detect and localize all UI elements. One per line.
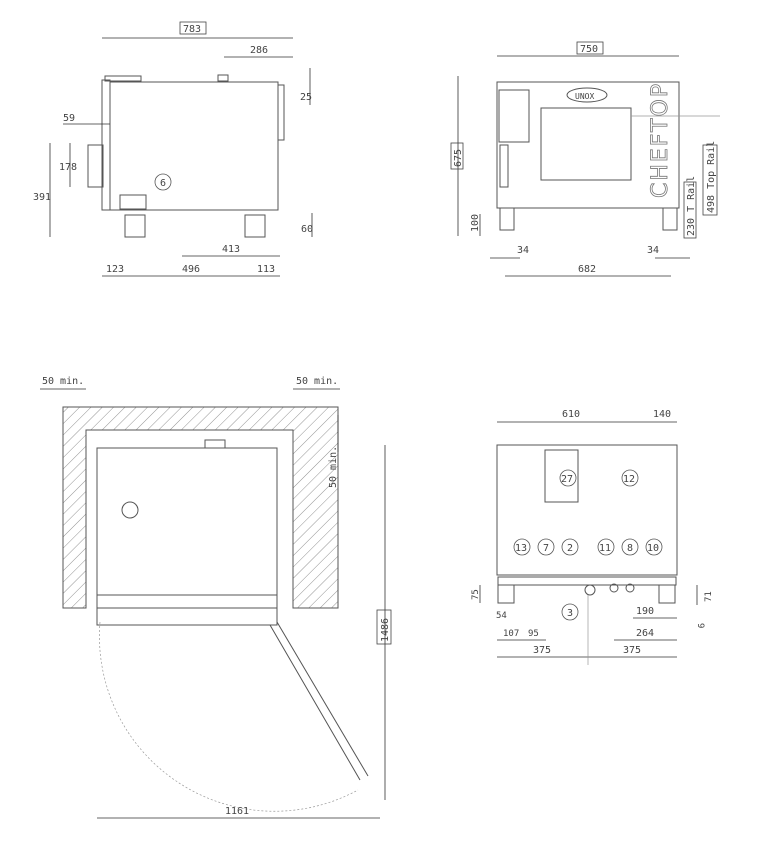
dim-59: 59 (63, 113, 75, 124)
dim-34-right: 34 (647, 245, 659, 256)
callout-12: 12 (623, 474, 635, 485)
rear-view: 27 12 13 7 2 11 8 10 3 610 140 75 71 54 … (471, 409, 714, 665)
dim-width: 783 (183, 24, 201, 35)
dim-75: 75 (471, 589, 481, 600)
callout-11: 11 (599, 543, 611, 554)
cheftop-brand: CHEFTOP (648, 82, 673, 198)
callout-13: 13 (515, 543, 527, 554)
dim-top-rail: 498 Top Rail (706, 141, 717, 213)
front-view: UNOX CHEFTOP 750 675 100 34 34 682 230 T… (450, 41, 720, 277)
dim-25: 25 (300, 92, 312, 103)
dim-107: 107 (503, 629, 519, 639)
dim-95: 95 (528, 629, 539, 639)
dim-9: 9 (695, 623, 705, 628)
dim-496: 496 (182, 264, 200, 275)
dim-t-rail: 230 T Rail (686, 176, 697, 236)
dim-60: 60 (301, 224, 313, 235)
dim-391: 391 (33, 192, 51, 203)
side-view: 6 783 286 25 59 178 391 60 413 123 496 1… (33, 21, 313, 277)
callout-8: 8 (627, 543, 633, 554)
dim-54: 54 (496, 611, 507, 621)
dim-610: 610 (562, 409, 580, 420)
top-view: 50 min. 50 min. 50 min. 1486 1161 (40, 376, 392, 819)
callout-10: 10 (647, 543, 659, 554)
dim-50min-left: 50 min. (42, 376, 84, 387)
dim-140: 140 (653, 409, 671, 420)
dim-750: 750 (580, 44, 598, 55)
callout-27: 27 (561, 474, 573, 485)
callout-2: 2 (567, 543, 573, 554)
dim-123: 123 (106, 264, 124, 275)
dim-675: 675 (453, 149, 464, 167)
dim-50min-top: 50 min. (328, 446, 339, 488)
dim-286: 286 (250, 45, 268, 56)
dim-100: 100 (470, 214, 481, 232)
dim-34-left: 34 (517, 245, 529, 256)
dim-113: 113 (257, 264, 275, 275)
dim-413: 413 (222, 244, 240, 255)
dim-1486: 1486 (380, 618, 391, 642)
dim-682: 682 (578, 264, 596, 275)
dim-1161: 1161 (225, 806, 249, 817)
dim-178: 178 (59, 162, 77, 173)
callout-6: 6 (160, 178, 166, 189)
dim-71: 71 (704, 591, 714, 602)
dim-375-left: 375 (533, 645, 551, 656)
callout-3: 3 (567, 608, 573, 619)
dim-190: 190 (636, 606, 654, 617)
dim-264: 264 (636, 628, 654, 639)
unox-logo: UNOX (575, 92, 594, 101)
callouts: 27 12 13 7 2 11 8 10 3 (513, 469, 663, 621)
callout-7: 7 (543, 543, 549, 554)
dim-50min-right: 50 min. (296, 376, 338, 387)
dim-375-right: 375 (623, 645, 641, 656)
